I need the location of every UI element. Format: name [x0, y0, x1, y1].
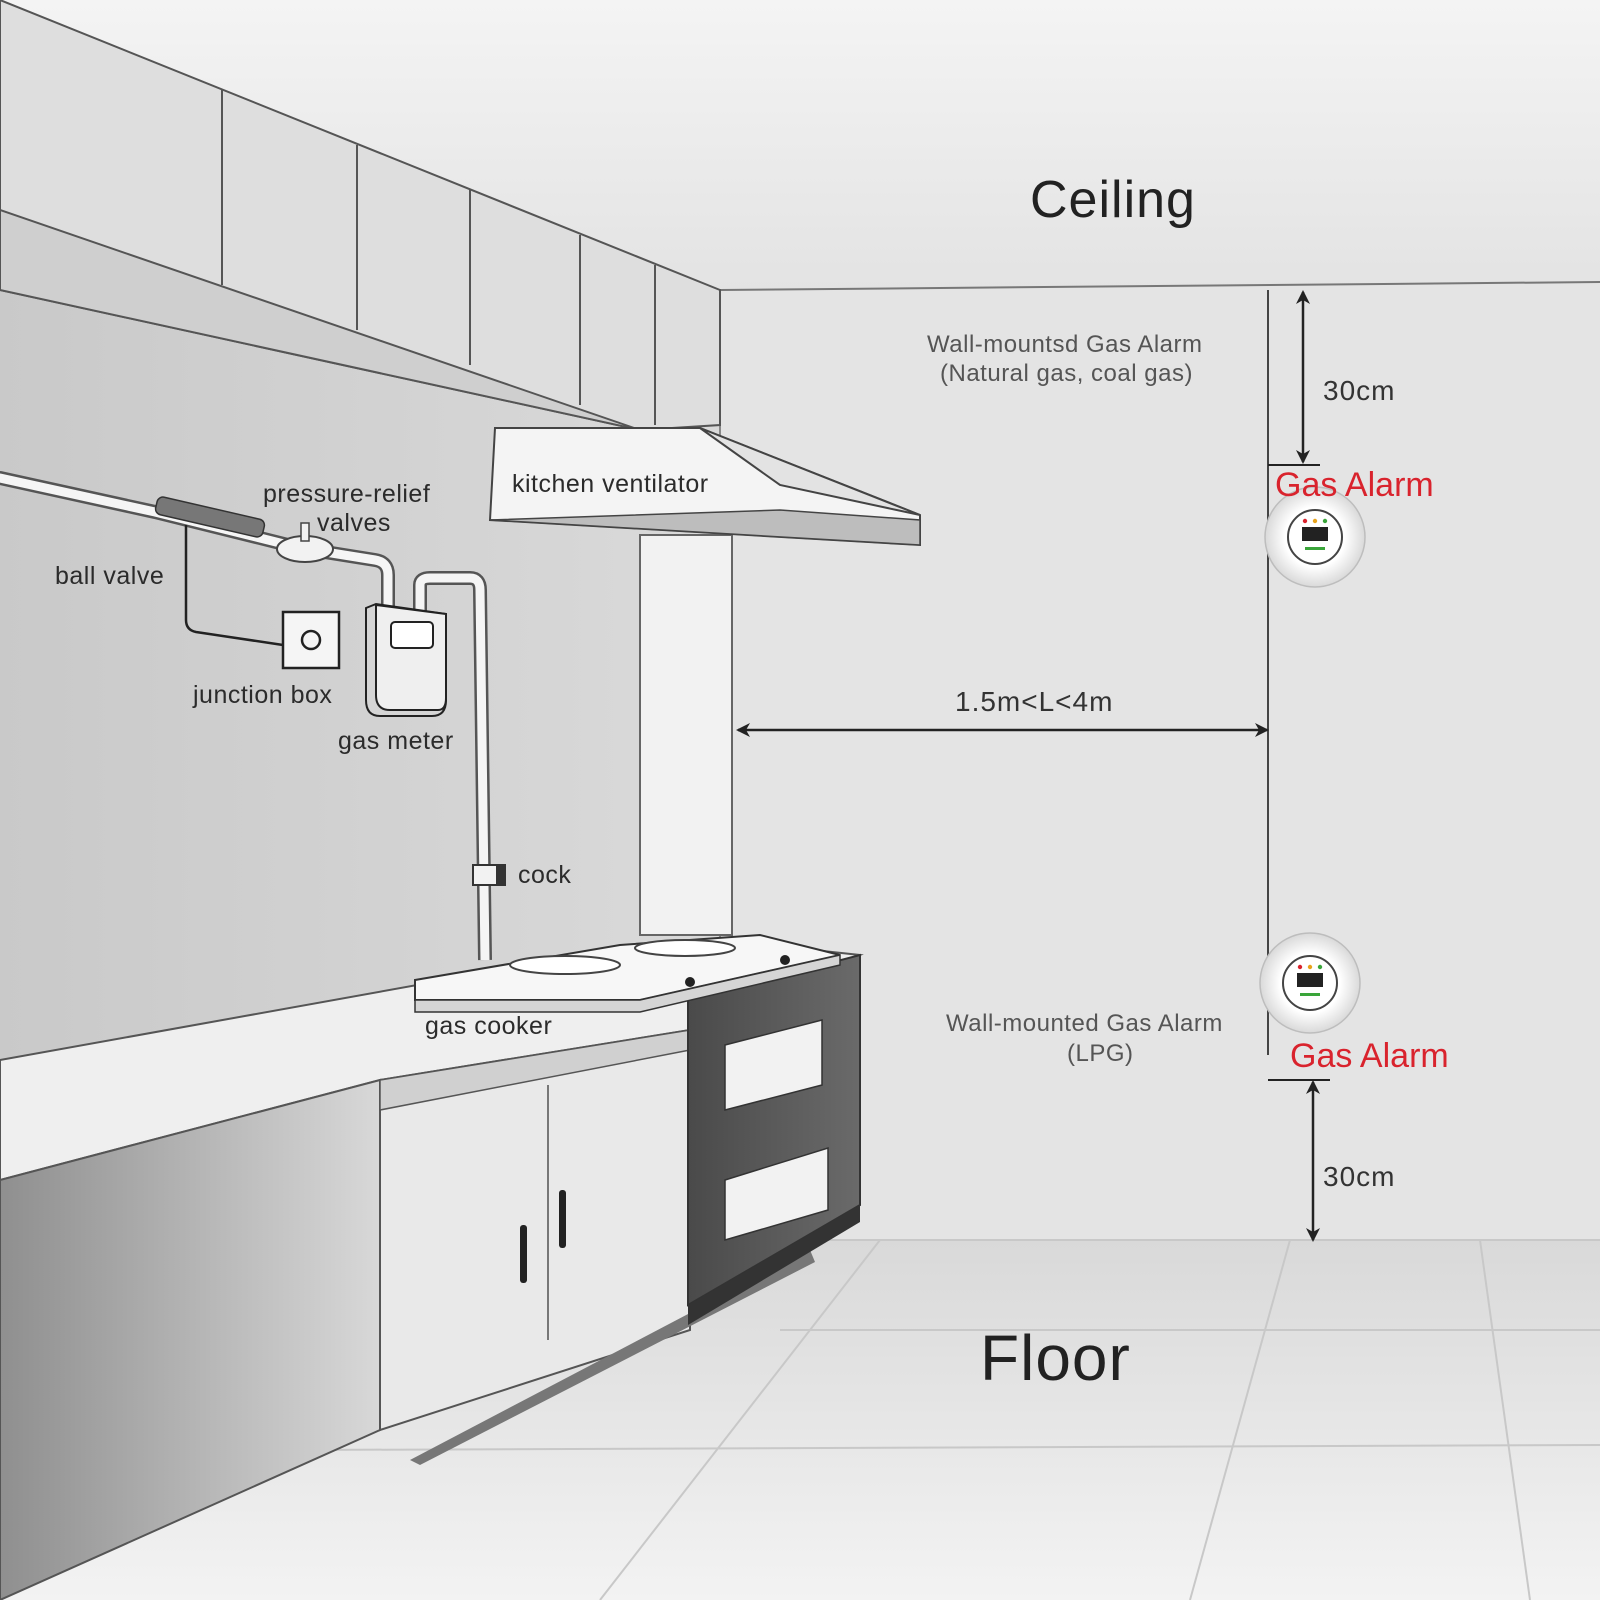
gas-meter-label: gas meter [338, 727, 454, 755]
top-distance-label: 30cm [1323, 375, 1395, 406]
kitchen-ventilator-label: kitchen ventilator [512, 470, 709, 498]
pressure-relief-label-2: valves [317, 509, 391, 537]
top-alarm-desc-1: Wall-mountsd Gas Alarm [927, 331, 1203, 358]
cabinet-handle-right [559, 1190, 566, 1248]
bottom-gas-alarm-device [1259, 932, 1361, 1034]
junction-box-label: junction box [192, 681, 332, 709]
floor-tiles [299, 1239, 1600, 1600]
top-alarm-desc-2: (Natural gas, coal gas) [940, 360, 1193, 387]
ball-valve [154, 496, 266, 538]
floor-label: Floor [980, 1322, 1131, 1394]
ceiling-label: Ceiling [1030, 171, 1196, 229]
horizontal-distance-label: 1.5m<L<4m [955, 686, 1113, 717]
dimension-arrows [736, 290, 1330, 1242]
ceiling-surface [0, 0, 1600, 290]
bottom-distance-label: 30cm [1323, 1161, 1395, 1192]
junction-box [281, 610, 341, 670]
burner-left [509, 955, 621, 975]
valve-wire [184, 525, 284, 647]
bottom-alarm-desc-2: (LPG) [1067, 1040, 1134, 1067]
pressure-relief-label-1: pressure-relief [263, 480, 430, 508]
built-in-oven [687, 953, 861, 1325]
cooker-knob-right [780, 955, 790, 965]
gas-cooker-label: gas cooker [425, 1012, 552, 1040]
top-gas-alarm-device [1264, 486, 1366, 588]
bottom-alarm-desc-1: Wall-mounted Gas Alarm [946, 1010, 1223, 1037]
cabinet-handle-left [520, 1225, 527, 1283]
kitchen-ventilator [488, 427, 921, 936]
cock-label: cock [518, 861, 571, 889]
gas-meter [365, 602, 447, 717]
ceiling-edge [719, 281, 1600, 291]
gas-cooker [414, 933, 841, 1013]
gas-pipeline [0, 471, 506, 961]
top-gas-alarm-label: Gas Alarm [1275, 466, 1434, 504]
bottom-gas-alarm-label: Gas Alarm [1290, 1037, 1449, 1075]
cooker-knob-left [685, 977, 695, 987]
ball-valve-label: ball valve [55, 562, 164, 590]
burner-right [634, 939, 736, 957]
ventilator-duct [639, 534, 733, 936]
